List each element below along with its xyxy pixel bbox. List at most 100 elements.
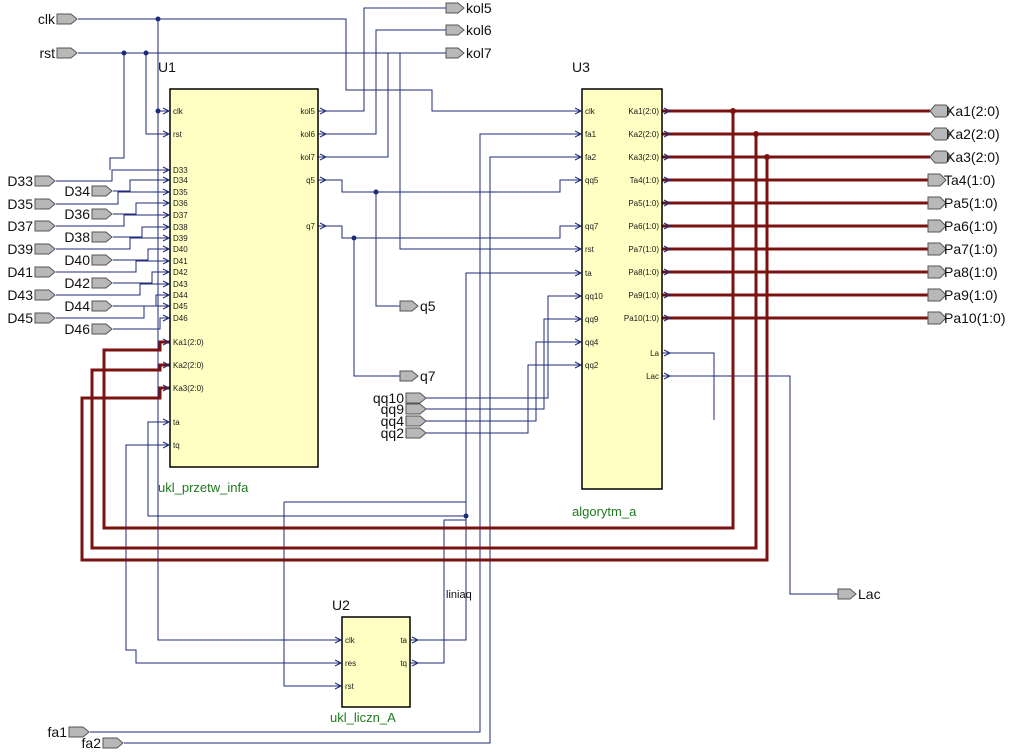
input-port-d33[interactable] [34,175,56,187]
signal-output-port-pa5-1-0[interactable] [927,196,947,210]
block-u3[interactable] [581,88,663,490]
signal-output-port-pa9-1-0[interactable] [927,288,947,302]
wire-clk-u2 [157,111,342,641]
wire-lac [662,375,838,595]
input-port-fa1[interactable] [68,726,90,738]
u3-pin-pa9-1-0: Pa9(1:0) [628,291,659,300]
wire-kol7 [318,52,446,158]
input-port-label-d35: D35 [7,196,33,212]
signal-output-port-pa7-1-0[interactable] [927,242,947,256]
input-port-d39[interactable] [34,243,56,255]
wires [56,7,838,744]
u1-pin-clk: clk [173,107,184,116]
u1-pin-rst: rst [173,130,183,139]
wire-rst-u1 [145,53,170,135]
output-port-lac[interactable] [837,588,857,600]
output-port-q5[interactable] [399,300,419,312]
input-port-label-d37: D37 [7,218,33,234]
u3-pin-pa8-1-0: Pa8(1:0) [628,268,659,277]
output-port-label-kol6: kol6 [466,22,492,38]
u1-pin-kol7: kol7 [300,153,315,162]
input-port-d35[interactable] [34,198,56,210]
input-port-d42[interactable] [91,277,113,289]
input-port-label-d38: D38 [64,229,90,245]
input-port-label-d43: D43 [7,287,33,303]
output-port-label-q7: q7 [420,368,436,384]
input-port-d44[interactable] [91,300,113,312]
signal-output-ports: Ta4(1:0)Pa5(1:0)Pa6(1:0)Pa7(1:0)Pa8(1:0)… [927,172,1005,326]
u3-pin-ta: ta [585,269,592,278]
output-port-label-kol7: kol7 [466,45,492,61]
wire-qq10 [424,295,582,399]
junction-dots [121,16,469,519]
input-port-label-d40: D40 [64,252,90,268]
input-port-label-clk: clk [38,11,56,27]
input-ports: clkrstD33D34D35D36D37D38D39D40D41D42D43D… [7,11,427,751]
u3-pin-qq4: qq4 [585,338,599,347]
input-port-label-qq10: qq10 [373,390,404,406]
u3-pin-ka3-2-0: Ka3(2:0) [628,153,659,162]
u1-pin-d38: D38 [173,223,188,232]
input-port-qq2[interactable] [405,427,427,439]
output-port-kol6[interactable] [445,24,465,36]
input-port-d41[interactable] [34,266,56,278]
input-port-d43[interactable] [34,289,56,301]
input-port-d38[interactable] [91,231,113,243]
bus-output-port-ka3-2-0[interactable] [929,150,952,164]
input-port-d45[interactable] [34,312,56,324]
component-name-u2: ukl_liczn_A [330,710,396,725]
input-port-d36[interactable] [91,208,113,220]
bus-ka2-loop [90,134,758,550]
signal-output-port-pa10-1-0[interactable] [927,311,947,325]
input-port-d37[interactable] [34,220,56,232]
bus-output-port-ka1-2-0[interactable] [929,104,952,118]
wire-q7 [318,225,582,239]
output-port-kol5[interactable] [445,2,465,14]
input-port-d34[interactable] [91,185,113,197]
input-port-qq4[interactable] [405,415,427,427]
input-port-d46[interactable] [91,323,113,335]
u2-pin-clk: clk [345,636,356,645]
signal-output-port-pa8-1-0[interactable] [927,265,947,279]
input-port-fa2[interactable] [102,737,124,749]
signal-output-label-pa5-1-0: Pa5(1:0) [944,195,998,211]
output-port-q7[interactable] [399,370,419,382]
u1-pin-q5: q5 [306,176,315,185]
input-port-label-qq2: qq2 [381,425,405,441]
u1-pin-kol6: kol6 [300,130,315,139]
u3-pin-ka2-2-0: Ka2(2:0) [628,130,659,139]
output-port-label-lac: Lac [858,586,881,602]
wire-tq-u1 [125,444,342,664]
input-port-qq9[interactable] [405,403,427,415]
block-u1[interactable] [169,88,319,468]
bus-output-port-ka2-2-0[interactable] [929,127,952,141]
wire-qq9 [424,318,582,410]
signal-output-port-pa6-1-0[interactable] [927,219,947,233]
u3-pin-fa2: fa2 [585,153,597,162]
u2-pin-res: res [345,659,356,668]
signal-output-label-pa10-1-0: Pa10(1:0) [944,310,1005,326]
input-port-label-qq9: qq9 [381,401,405,417]
output-port-kol7[interactable] [445,47,465,59]
input-port-d40[interactable] [91,254,113,266]
u1-pin-tq: tq [173,441,180,450]
u1-pin-d44: D44 [173,291,188,300]
u3-pin-pa6-1-0: Pa6(1:0) [628,222,659,231]
bus-output-label-ka2-2-0: Ka2(2:0) [946,126,1000,142]
u1-pin-d36: D36 [173,199,188,208]
u1-pin-d45: D45 [173,302,188,311]
input-port-label-d36: D36 [64,206,90,222]
input-port-rst[interactable] [56,47,78,59]
block-u2[interactable] [341,616,411,708]
input-port-qq10[interactable] [405,392,427,404]
input-port-clk[interactable] [56,13,78,25]
signal-output-port-ta4-1-0[interactable] [927,173,947,187]
instance-u1[interactable]: U1 ukl_przetw_infa clkrstD33D34D35D36D37… [158,59,328,495]
u3-pin-qq9: qq9 [585,315,599,324]
net-label-liniaq: liniaq [446,589,472,601]
u3-pin-qq2: qq2 [585,361,599,370]
instance-u3[interactable]: U3 algorytm_a clkfa1fa2qq5qq7rsttaqq10qq… [572,59,672,519]
bus-ka3-loop [80,157,769,562]
